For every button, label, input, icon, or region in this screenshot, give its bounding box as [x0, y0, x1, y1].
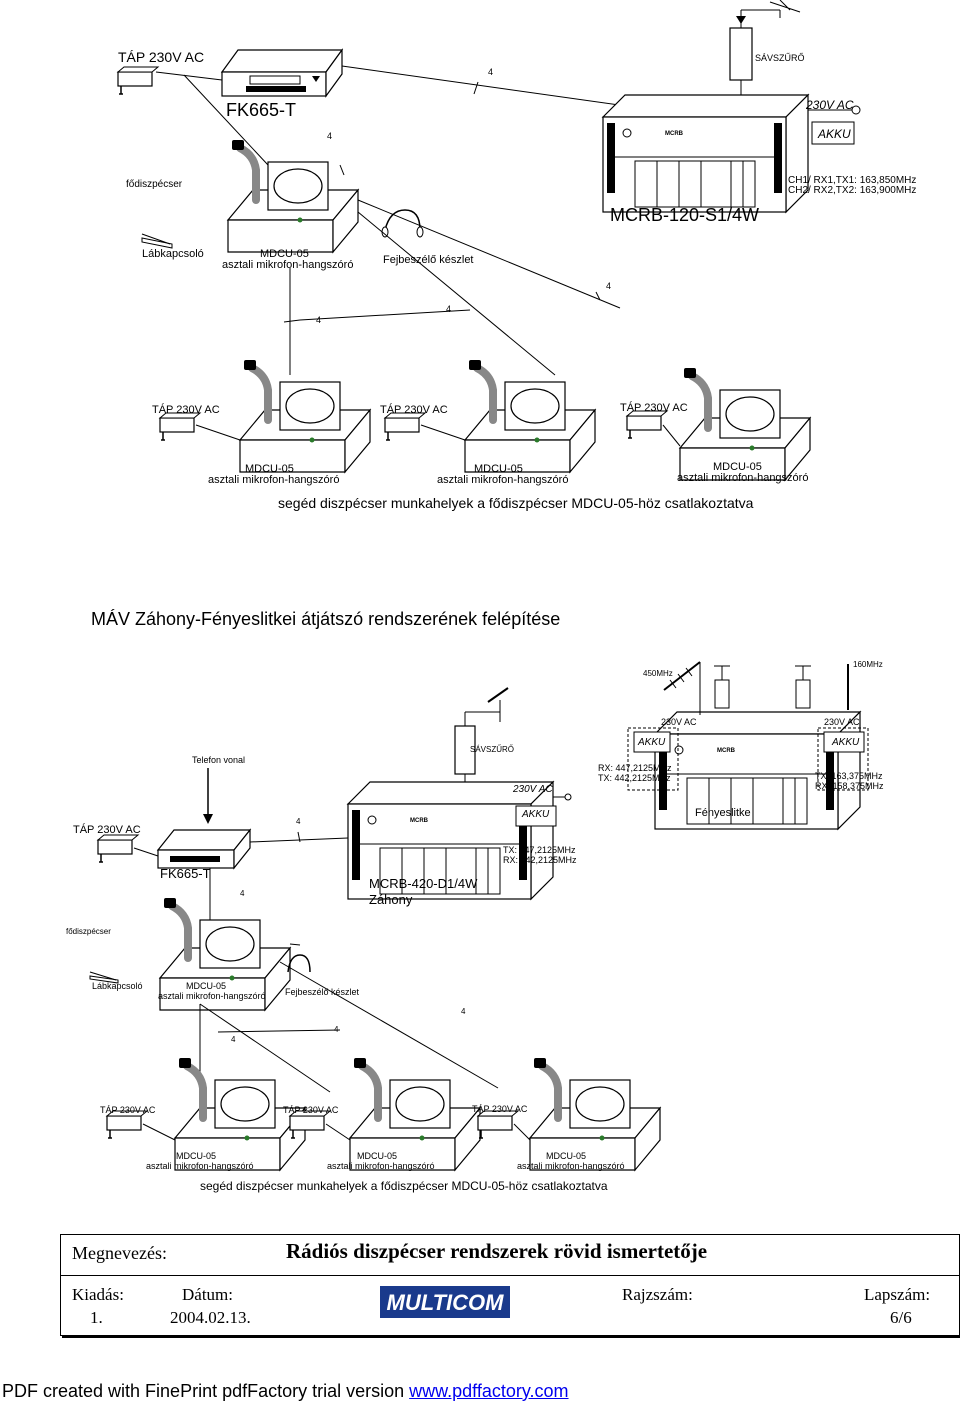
svg-text:MULTICOM: MULTICOM — [387, 1290, 505, 1315]
aux-mdcu-name: MDCU-05 — [474, 463, 523, 475]
zahony-rx: RX: 442,2125MHz — [503, 855, 577, 865]
line-count: 4 — [296, 817, 301, 826]
aux-mdcu-name: MDCU-05 — [713, 461, 762, 473]
datum-label: Dátum: — [182, 1285, 233, 1304]
aux-psu-label: TÁP 230V AC — [100, 1105, 156, 1115]
rajzszam-label: Rajzszám: — [622, 1285, 693, 1304]
aux-caption: segéd diszpécser munkahelyek a fődiszpéc… — [200, 1179, 608, 1193]
pedal-label: Lábkapcsoló — [142, 248, 204, 260]
title-row — [61, 1235, 959, 1276]
filter-label: SÁVSZŰRŐ — [755, 53, 805, 63]
pdf-footer: PDF created with FinePrint pdfFactory tr… — [2, 1381, 569, 1402]
antenna-450-label: 450MHz — [643, 669, 673, 678]
litke-ac-right: 230V AC — [824, 717, 860, 727]
aux-mdcu-desc: asztali mikrofon-hangszóró — [327, 1161, 435, 1171]
litke-tx2: TX: 163,375MHz — [815, 771, 883, 781]
litke-rx: RX: 447,2125MHz — [598, 763, 672, 773]
litke-tx: TX: 442,2125MHz — [598, 773, 671, 783]
mdcu-desc: asztali mikrofon-hangszóró — [222, 259, 354, 271]
psu-label: TÁP 230V AC — [118, 49, 205, 65]
lapszam-value: 6/6 — [890, 1308, 912, 1327]
megnevezes-label: Megnevezés: — [72, 1243, 167, 1263]
kiadas-label: Kiadás: — [72, 1285, 124, 1304]
aux-mdcu-desc: asztali mikrofon-hangszóró — [517, 1161, 625, 1171]
footer-text: PDF created with FinePrint pdfFactory tr… — [2, 1381, 410, 1401]
rack-label: MCRB-420-D1/4W — [369, 876, 478, 891]
main-dispatcher-label: fődiszpécser — [66, 927, 111, 936]
aux-mdcu-name: MDCU-05 — [357, 1151, 398, 1161]
aux-mdcu-name: MDCU-05 — [546, 1151, 587, 1161]
console-label: FK665-T — [160, 866, 211, 881]
rack-place: Záhony — [369, 892, 413, 907]
footer-link[interactable]: www.pdffactory.com — [409, 1381, 569, 1401]
section-title: MÁV Záhony-Fényeslitkei átjátszó rendsze… — [91, 609, 561, 629]
aux-psu-label: TÁP 230V AC — [152, 404, 220, 416]
line-count: 4 — [316, 315, 322, 325]
rack-label: MCRB-120-S1/4W — [610, 205, 760, 225]
aux-psu-label: TÁP 230V AC — [620, 402, 688, 414]
line-count: 4 — [446, 304, 452, 314]
line-count: 4 — [240, 889, 245, 898]
zahony-tx: TX: 447,2125MHz — [503, 845, 576, 855]
line-count: 4 — [488, 67, 494, 77]
headset-label: Fejbeszélő készlet — [383, 254, 474, 266]
aux-mdcu-desc: asztali mikrofon-hangszóró — [677, 472, 809, 484]
litke-akku-left: AKKU — [638, 737, 666, 748]
mdcu-desc: asztali mikrofon-hangszóró — [158, 991, 266, 1001]
aux-psu-label: TÁP 230V AC — [380, 404, 448, 416]
aux-caption: segéd diszpécser munkahelyek a fődiszpéc… — [278, 495, 754, 511]
aux-psu-label: TÁP 230V AC — [472, 1104, 528, 1114]
pedal-label: Lábkapcsoló — [92, 981, 143, 991]
aux-mdcu-desc: asztali mikrofon-hangszóró — [146, 1161, 254, 1171]
console-label: FK665-T — [226, 100, 297, 120]
litke-rx2: RX: 158,375MHz — [815, 781, 884, 791]
mdcu-name: MDCU-05 — [186, 981, 227, 991]
multicom-logo: MULTICOM — [380, 1286, 510, 1318]
litke-label: Fényeslitke — [695, 807, 751, 819]
aux-mdcu-desc: asztali mikrofon-hangszóró — [437, 474, 569, 486]
rack-ac-label: 230V AC — [806, 98, 854, 112]
akku-label: AKKU — [522, 809, 550, 820]
akku-label: AKKU — [818, 127, 851, 141]
line-count: 4 — [327, 131, 333, 141]
main-dispatcher-label: fődiszpécser — [126, 179, 183, 190]
headset-label: Fejbeszélő készlet — [285, 987, 360, 997]
channel-2: CH2/ RX2,TX2: 163,900MHz — [788, 185, 917, 196]
aux-mdcu-name: MDCU-05 — [245, 463, 294, 475]
litke-ac-left: 230V AC — [661, 717, 697, 727]
aux-mdcu-name: MDCU-05 — [176, 1151, 217, 1161]
aux-psu-label: TÁP 230V AC — [283, 1105, 339, 1115]
kiadas-value: 1. — [90, 1308, 103, 1327]
aux-mdcu-desc: asztali mikrofon-hangszóró — [208, 474, 340, 486]
line-count: 4 — [606, 281, 612, 291]
lapszam-label: Lapszám: — [864, 1285, 931, 1304]
line-count: 4 — [461, 1007, 466, 1016]
datum-value: 2004.02.13. — [170, 1308, 251, 1327]
psu-label: TÁP 230V AC — [73, 824, 141, 836]
line-count: 4 — [231, 1035, 236, 1044]
document-title: Rádiós diszpécser rendszerek rövid ismer… — [286, 1239, 708, 1263]
mdcu-name: MDCU-05 — [260, 248, 309, 260]
litke-akku-right: AKKU — [832, 737, 860, 748]
filter-label: SÁVSZŰRŐ — [470, 745, 515, 754]
channel-1: CH1/ RX1,TX1: 163,850MHz — [788, 175, 917, 186]
line-count: 4 — [334, 1025, 339, 1034]
rack-ac-label: 230V AC — [513, 784, 553, 795]
antenna-160-label: 160MHz — [853, 660, 883, 669]
phone-line-label: Telefon vonal — [192, 755, 246, 765]
